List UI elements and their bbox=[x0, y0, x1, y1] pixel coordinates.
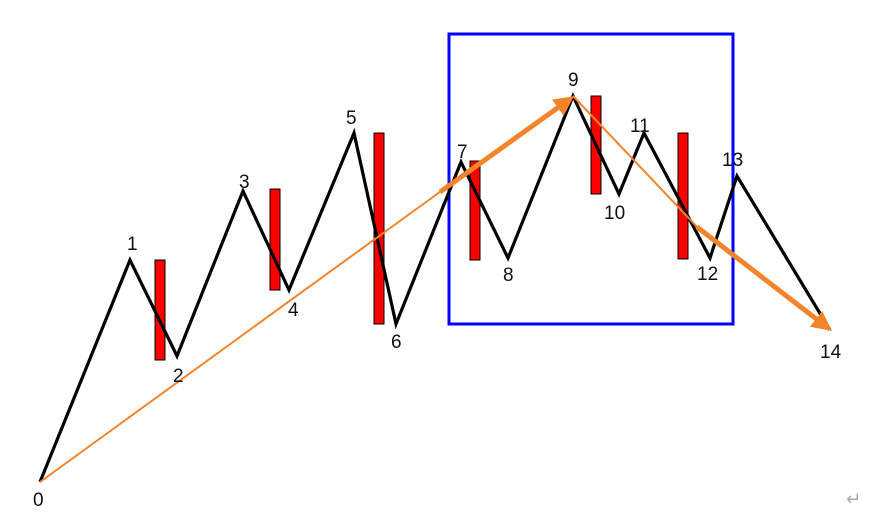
bar-4 bbox=[469, 160, 481, 261]
point-label-1: 1 bbox=[127, 234, 138, 255]
point-label-12: 12 bbox=[697, 264, 718, 285]
bar-2 bbox=[269, 188, 281, 291]
point-label-3: 3 bbox=[239, 172, 250, 193]
bar-1 bbox=[154, 259, 166, 361]
point-label-11: 11 bbox=[630, 116, 650, 137]
point-label-0: 0 bbox=[33, 490, 44, 511]
point-label-14: 14 bbox=[820, 342, 842, 363]
bar-6 bbox=[677, 132, 689, 260]
point-label-13: 13 bbox=[722, 150, 743, 171]
point-label-10: 10 bbox=[604, 203, 625, 224]
trend-arrow-9-to-14-thick bbox=[695, 225, 832, 332]
point-label-5: 5 bbox=[346, 108, 357, 129]
point-label-2: 2 bbox=[173, 366, 184, 387]
highlight-box bbox=[447, 32, 735, 326]
trend-arrow-0-to-9-thick bbox=[438, 96, 575, 195]
point-label-9: 9 bbox=[568, 70, 579, 91]
return-symbol-icon: ↵ bbox=[846, 489, 861, 510]
trend-arrow-0-to-9-thin bbox=[39, 188, 445, 483]
point-label-8: 8 bbox=[503, 265, 514, 286]
point-label-7: 7 bbox=[457, 142, 468, 163]
trend-arrow-9-to-14-thin bbox=[572, 95, 701, 231]
point-label-6: 6 bbox=[391, 332, 402, 353]
point-label-4: 4 bbox=[288, 300, 299, 321]
